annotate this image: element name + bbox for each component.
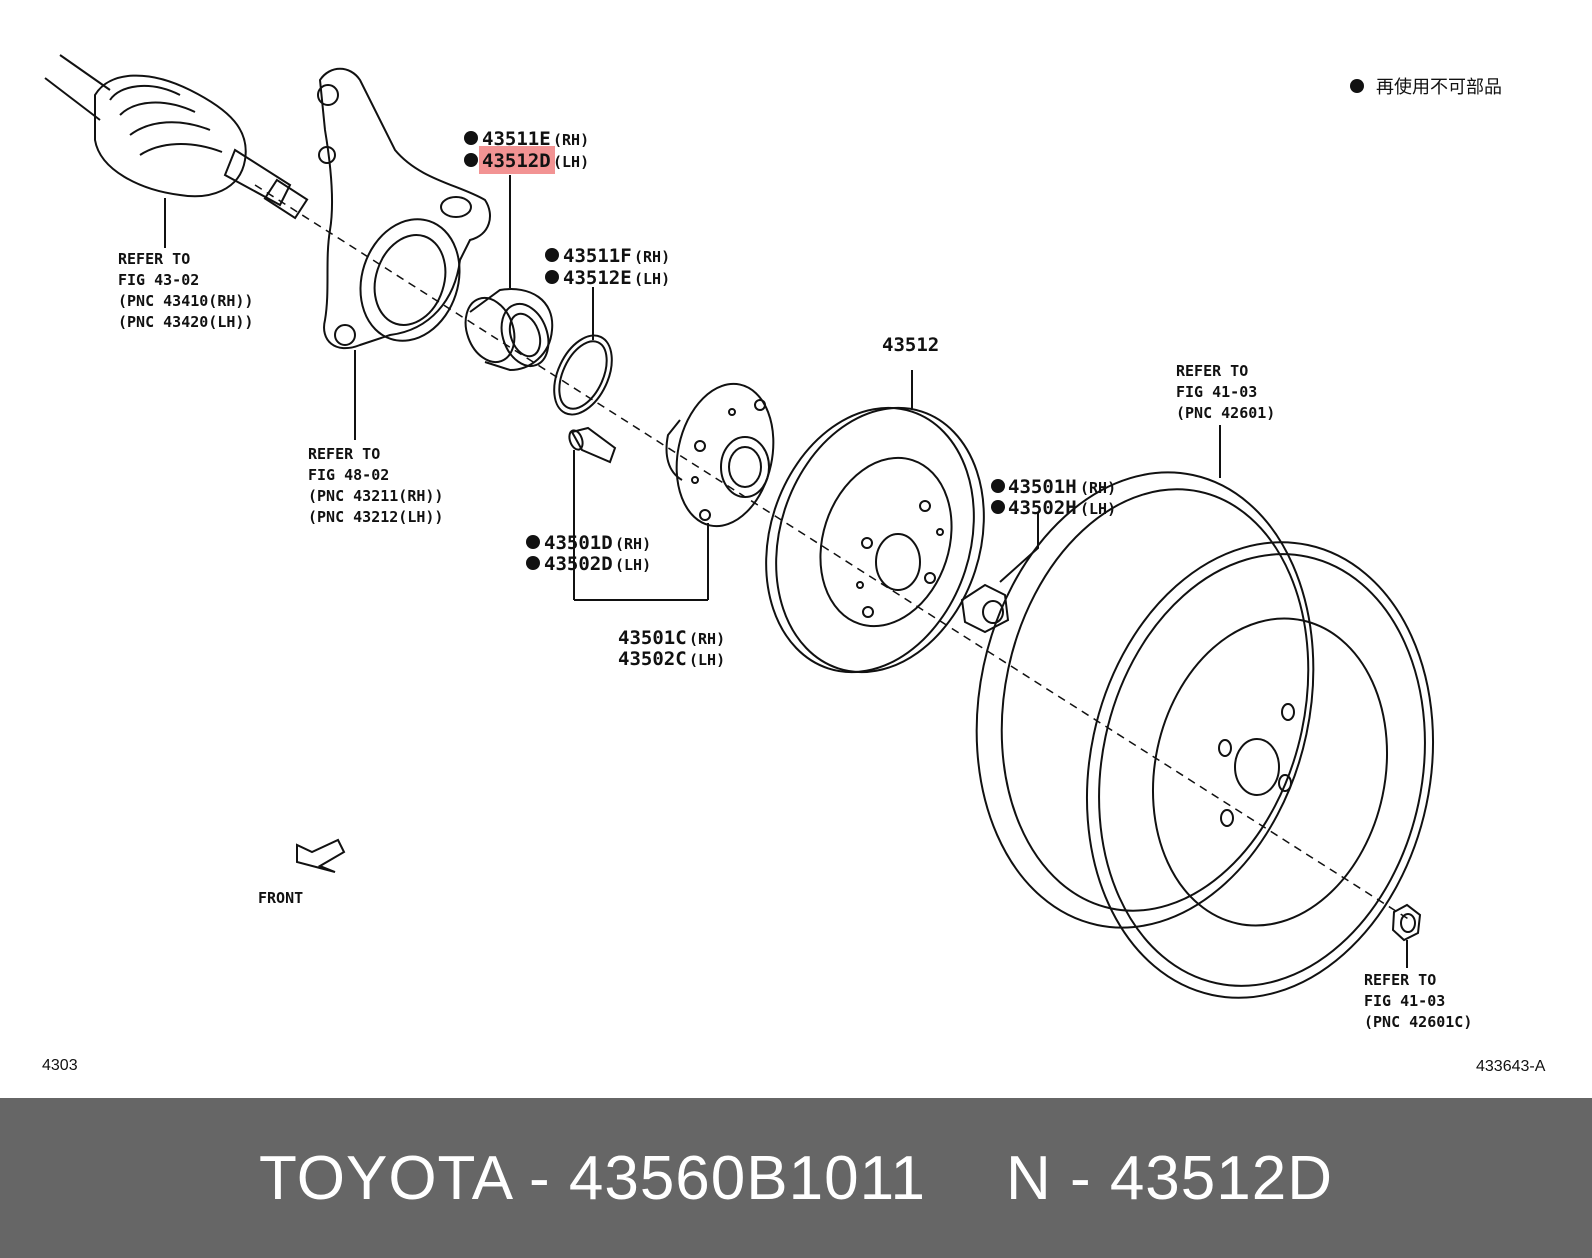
exploded-view-drawing: 再使用不可部品: [42, 54, 1546, 1075]
hub-nut: [960, 513, 1039, 634]
ref-line: (PNC 43212(LH)): [308, 508, 443, 526]
label-axle-hub[interactable]: 43501C (RH) 43502C (LH): [618, 627, 725, 670]
non-reusable-dot-icon: [545, 270, 559, 284]
side-label: (RH): [689, 630, 725, 648]
side-label: (LH): [689, 651, 725, 669]
label-brake-disc[interactable]: 43512: [882, 334, 939, 356]
ref-line: REFER TO: [1364, 971, 1436, 989]
brake-disc: [765, 370, 985, 674]
non-reusable-dot-icon: [464, 153, 478, 167]
part-number[interactable]: 43502C: [618, 648, 687, 670]
ref-wheel[interactable]: REFER TO FIG 41-03 (PNC 42601): [1176, 362, 1275, 422]
illustration-id: 433643-A: [1476, 1058, 1546, 1075]
ref-line[interactable]: FIG 43-02: [118, 271, 199, 289]
hub-bolt: [568, 426, 617, 600]
label-bearing[interactable]: 43511E (RH) 43512D (LH): [464, 128, 589, 172]
steering-knuckle: [317, 67, 491, 440]
front-arrow-icon: [296, 838, 346, 873]
ref-line: (PNC 43410(RH)): [118, 292, 253, 310]
non-reusable-dot-icon: [991, 500, 1005, 514]
ref-wheel-nut[interactable]: REFER TO FIG 41-03 (PNC 42601C): [1364, 971, 1472, 1031]
non-reusable-dot-icon: [526, 556, 540, 570]
ref-line: (PNC 43420(LH)): [118, 313, 253, 331]
ref-line[interactable]: FIG 41-03: [1364, 992, 1445, 1010]
hub-bearing: [464, 175, 554, 372]
caption-separator: -: [510, 1143, 569, 1213]
side-label: (LH): [553, 153, 589, 171]
side-label: (LH): [1080, 500, 1116, 518]
side-label: (LH): [634, 270, 670, 288]
part-number[interactable]: 43511F: [563, 245, 632, 267]
ref-line: REFER TO: [308, 445, 380, 463]
part-number[interactable]: 43501D: [544, 532, 613, 554]
non-reusable-dot-icon: [991, 479, 1005, 493]
part-number-selected[interactable]: 43512D: [482, 150, 551, 172]
ref-line: REFER TO: [118, 250, 190, 268]
side-label: (LH): [615, 556, 651, 574]
snap-ring: [553, 287, 613, 416]
part-caption-bar: TOYOTA - 43560B1011 N - 43512D: [0, 1098, 1592, 1258]
ref-line: REFER TO: [1176, 362, 1248, 380]
pnc-prefix: N -: [1005, 1143, 1110, 1213]
pnc-caption: 43512D: [1109, 1143, 1334, 1213]
part-number[interactable]: 43501C: [618, 627, 687, 649]
ref-line: (PNC 42601C): [1364, 1013, 1472, 1031]
ref-line[interactable]: FIG 41-03: [1176, 383, 1257, 401]
part-number[interactable]: 43501H: [1008, 476, 1077, 498]
ref-line: (PNC 43211(RH)): [308, 487, 443, 505]
center-axis: [254, 184, 1411, 921]
axle-hub: [574, 382, 775, 601]
label-snap-ring[interactable]: 43511F (RH) 43512E (LH): [545, 245, 670, 289]
front-label: FRONT: [258, 889, 303, 907]
ref-drive-shaft[interactable]: REFER TO FIG 43-02 (PNC 43410(RH)) (PNC …: [118, 250, 253, 331]
side-label: (RH): [615, 535, 651, 553]
side-label: (RH): [1080, 479, 1116, 497]
parts-diagram: 再使用不可部品: [42, 54, 1546, 1075]
selected-part-highlight: [479, 146, 555, 174]
side-label: (RH): [553, 131, 589, 149]
ref-line[interactable]: FIG 48-02: [308, 466, 389, 484]
part-number[interactable]: 43502H: [1008, 497, 1077, 519]
wheel-nut: [1391, 903, 1422, 968]
part-number[interactable]: 43502D: [544, 553, 613, 575]
brand-name: TOYOTA: [258, 1143, 511, 1213]
part-number-caption: 43560B1011: [568, 1143, 926, 1213]
legend-dot-icon: [1350, 79, 1364, 93]
non-reusable-dot-icon: [526, 535, 540, 549]
non-reusable-dot-icon: [545, 248, 559, 262]
non-reusable-dot-icon: [464, 131, 478, 145]
drive-shaft: [44, 54, 309, 248]
label-hub-nut[interactable]: 43501H (RH) 43502H (LH): [991, 476, 1116, 519]
part-caption: TOYOTA - 43560B1011 N - 43512D: [259, 1143, 1333, 1214]
ref-knuckle[interactable]: REFER TO FIG 48-02 (PNC 43211(RH)) (PNC …: [308, 445, 443, 526]
legend-text: 再使用不可部品: [1376, 77, 1502, 97]
part-number[interactable]: 43512E: [563, 267, 632, 289]
figure-number: 4303: [42, 1057, 78, 1074]
label-hub-bolt[interactable]: 43501D (RH) 43502D (LH): [526, 532, 651, 575]
part-number[interactable]: 43511E: [482, 128, 551, 150]
wheel: [975, 425, 1435, 999]
side-label: (RH): [634, 248, 670, 266]
ref-line: (PNC 42601): [1176, 404, 1275, 422]
